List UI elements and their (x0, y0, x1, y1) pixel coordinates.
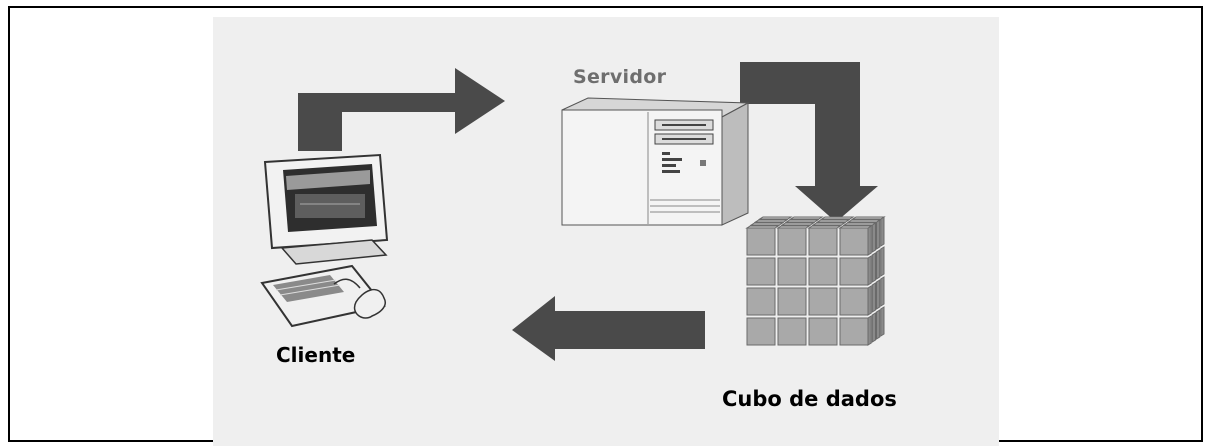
cube-front-block (746, 287, 776, 316)
cube-side-block (871, 252, 876, 283)
cube-side-block (876, 219, 881, 250)
cube-side-block (876, 309, 881, 340)
cube-top-block (757, 216, 793, 220)
client-to-server-arrow-icon (298, 68, 505, 151)
data-cube-label: Cubo de dados (722, 387, 897, 411)
cube-top-block (788, 216, 824, 220)
cube-side-block (880, 246, 885, 277)
data-cube-icon (745, 216, 886, 346)
server-tower-icon (561, 97, 750, 226)
cube-top-block (811, 222, 847, 226)
server-label: Servidor (573, 66, 667, 88)
cube-side-block (871, 282, 876, 313)
cube-front-block (746, 257, 776, 286)
cube-top-block (753, 219, 789, 223)
cube-front-block (839, 287, 869, 316)
cube-front-block (746, 317, 776, 346)
client-label: Cliente (276, 343, 356, 367)
cube-front-block (839, 227, 869, 256)
cube-top-block (842, 222, 878, 226)
cube-front-block (839, 317, 869, 346)
cube-front-block (777, 287, 807, 316)
cube-front-block (808, 287, 838, 316)
server-to-cube-arrow-icon (740, 62, 878, 222)
cube-top-block (819, 216, 855, 220)
cube-top-block (749, 222, 785, 226)
cube-front-block (808, 227, 838, 256)
cube-front-block (777, 227, 807, 256)
cube-front-block (777, 257, 807, 286)
cube-front-block (839, 257, 869, 286)
cube-top-block (815, 219, 851, 223)
cube-front-block (746, 227, 776, 256)
cube-side-block (880, 216, 885, 247)
cube-side-block (876, 249, 881, 280)
cube-side-block (871, 312, 876, 343)
cube-side-block (871, 222, 876, 253)
cube-front-block (808, 257, 838, 286)
cube-top-block (846, 219, 882, 223)
cube-front-block (808, 317, 838, 346)
cube-front-block (777, 317, 807, 346)
cube-top-block (850, 216, 886, 220)
cube-side-block (876, 279, 881, 310)
cube-to-client-arrow-icon (512, 296, 705, 361)
cube-side-block (880, 276, 885, 307)
cube-side-block (880, 306, 885, 337)
cube-top-block (784, 219, 820, 223)
cube-top-block (780, 222, 816, 226)
client-computer-icon (260, 153, 389, 328)
